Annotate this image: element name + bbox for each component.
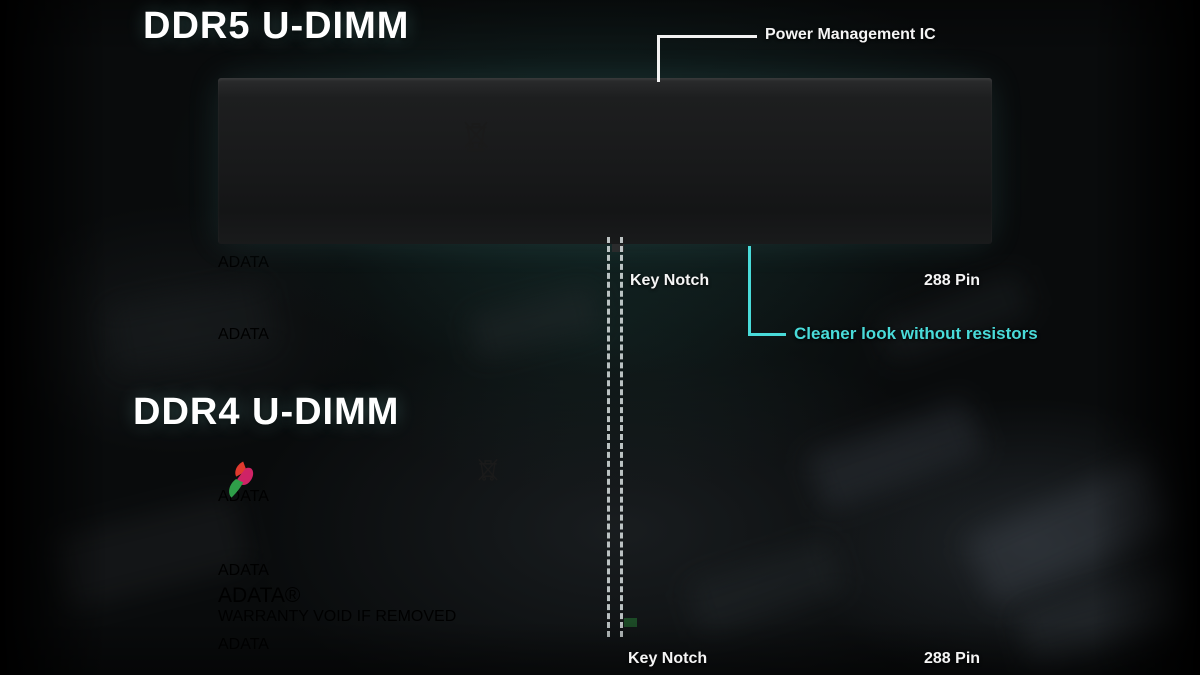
pmic-callout-line-vertical bbox=[657, 35, 660, 82]
key-notch-dashed-line bbox=[620, 237, 623, 637]
adata-bird-logo bbox=[229, 461, 254, 498]
ddr5-dram-chip: ADATA bbox=[218, 326, 269, 398]
pmic-callout-line-horizontal bbox=[657, 35, 757, 38]
ddr4-dram-chip: ADATA bbox=[218, 636, 276, 675]
cleaner-callout-line-horizontal bbox=[748, 333, 786, 336]
ddr5-pcb bbox=[218, 78, 992, 244]
cleaner-callout-label: Cleaner look without resistors bbox=[794, 324, 1038, 343]
chip-brand-text: ADATA bbox=[218, 636, 269, 653]
weee-bin-icon bbox=[478, 458, 498, 481]
ddr5-dram-chip: ADATA bbox=[218, 254, 273, 326]
background-texture bbox=[466, 284, 604, 361]
ddr5-module: ADATA ADATA ADATA ADATA bbox=[218, 78, 992, 625]
ddr5-key-notch-label: Key Notch bbox=[630, 272, 710, 289]
pmic-callout-label: Power Management IC bbox=[765, 26, 936, 43]
ddr4-key-notch-label: Key Notch bbox=[628, 650, 708, 667]
key-notch-dashed-line bbox=[607, 237, 610, 637]
ddr4-key-notch-tab bbox=[624, 618, 637, 627]
cleaner-callout-line-vertical bbox=[748, 246, 751, 336]
ddr4-pin-count-label: 288 Pin bbox=[924, 650, 981, 667]
ddr5-pin-count-label: 288 Pin bbox=[924, 272, 981, 289]
weee-bin-icon bbox=[464, 121, 488, 152]
chip-brand-text: ADATA bbox=[218, 254, 269, 271]
chip-brand-text: ADATA bbox=[218, 326, 269, 343]
ddr5-title: DDR5 U-DIMM bbox=[143, 5, 410, 47]
ddr4-title: DDR4 U-DIMM bbox=[133, 391, 400, 433]
